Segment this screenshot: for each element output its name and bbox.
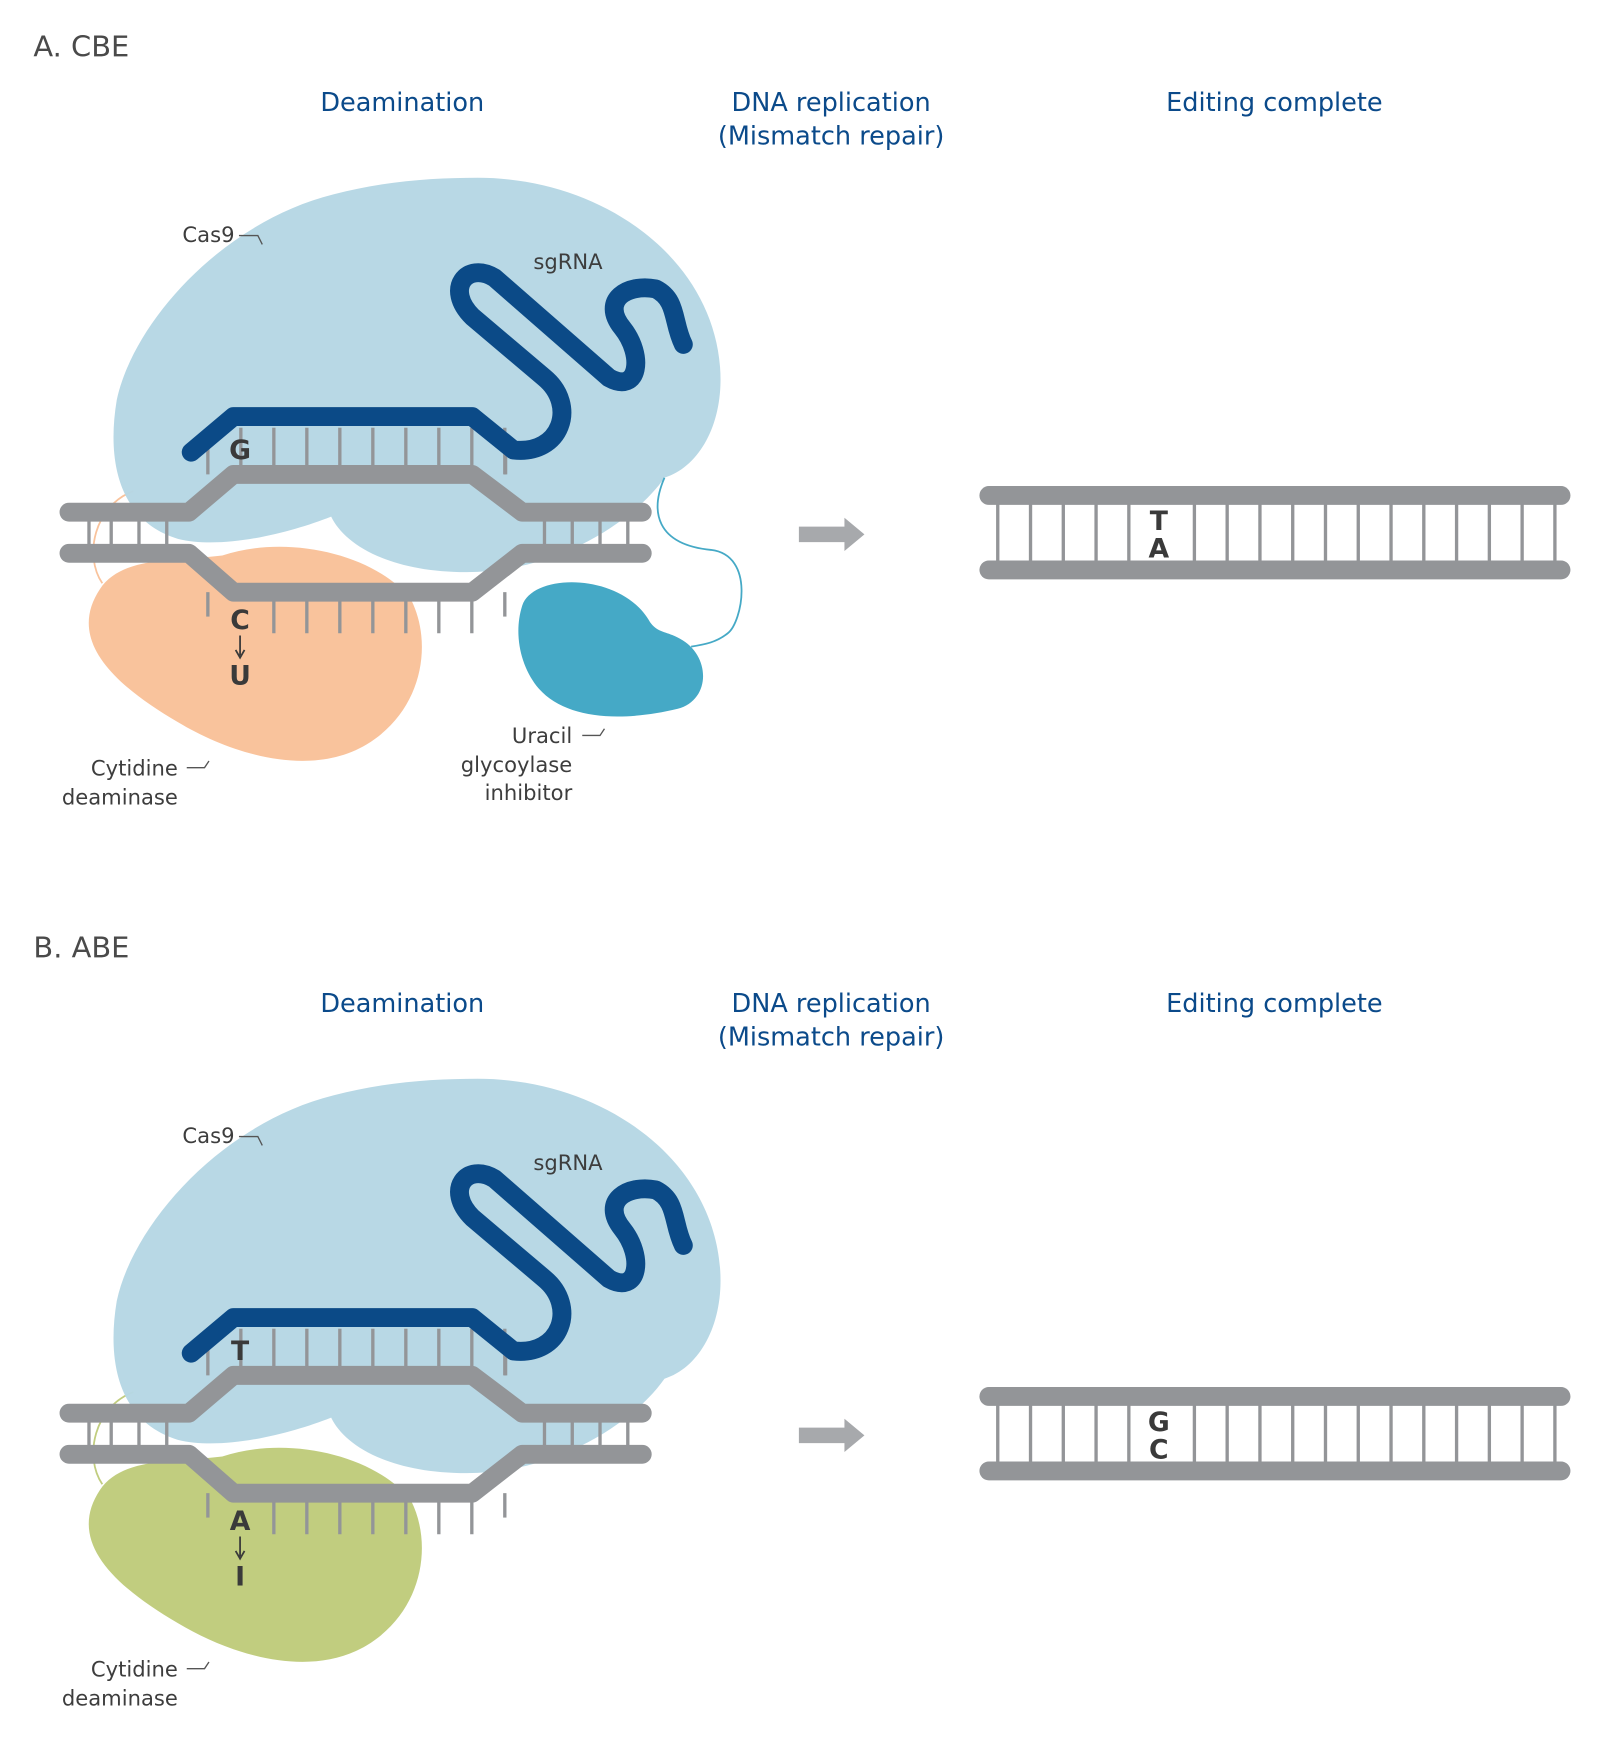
edited-dna: T A xyxy=(979,486,1571,580)
panel-title: A. CBE xyxy=(33,30,129,64)
target-base-after: I xyxy=(235,1561,245,1592)
panel-title: B. ABE xyxy=(33,931,129,965)
edited-base-top: G xyxy=(1148,1407,1170,1438)
deaminase-protein xyxy=(88,546,422,761)
ugi-label-line3: inhibitor xyxy=(485,780,573,805)
sgrna-label: sgRNA xyxy=(533,1150,603,1175)
cas9-label: Cas9 xyxy=(182,222,234,247)
step-replication-line2: (Mismatch repair) xyxy=(718,121,944,151)
deaminase-label-line1: Cytidine xyxy=(91,1656,178,1681)
step-editing-complete: Editing complete xyxy=(1166,88,1382,118)
step-deamination: Deamination xyxy=(320,989,484,1019)
process-arrow-icon xyxy=(798,517,865,552)
ugi-leader-line xyxy=(582,728,606,737)
rna-paired-base: T xyxy=(231,1336,250,1367)
deaminase-label-line2: deaminase xyxy=(62,784,178,809)
dna-top-strand xyxy=(59,1365,652,1423)
target-base-before: A xyxy=(230,1506,251,1537)
step-editing-complete: Editing complete xyxy=(1166,989,1382,1019)
deaminase-linker xyxy=(92,490,134,584)
dna-bottom-strand xyxy=(59,543,652,602)
sgrna-label: sgRNA xyxy=(533,249,603,274)
cas9-leader-line xyxy=(238,234,263,245)
cas9-leader-line xyxy=(238,1135,263,1146)
deaminase-label-line2: deaminase xyxy=(62,1685,178,1710)
dna-unwound xyxy=(59,1328,652,1535)
target-base-before: C xyxy=(230,605,250,636)
step-replication-line1: DNA replication xyxy=(732,989,931,1019)
deaminase-linker xyxy=(92,1391,134,1485)
step-deamination: Deamination xyxy=(320,88,484,118)
deaminase-protein xyxy=(88,1447,422,1662)
deaminase-label-line1: Cytidine xyxy=(91,755,178,780)
panel-abe: B. ABE Deamination DNA replication (Mism… xyxy=(33,931,1571,1710)
dna-top-strand xyxy=(59,464,652,522)
edited-base-top: T xyxy=(1150,506,1169,537)
step-replication-line2: (Mismatch repair) xyxy=(718,1022,944,1052)
sgrna xyxy=(181,263,693,462)
target-base-after: U xyxy=(229,660,251,691)
panel-cbe: A. CBE Deamination DNA replication (Mism… xyxy=(33,30,1571,809)
edited-base-bottom: A xyxy=(1149,534,1170,565)
sgrna xyxy=(181,1164,693,1363)
process-arrow-icon xyxy=(798,1418,865,1453)
step-replication-line1: DNA replication xyxy=(732,88,931,118)
edited-base-bottom: C xyxy=(1149,1435,1169,1466)
cas9-label: Cas9 xyxy=(182,1123,234,1148)
edited-dna: G C xyxy=(979,1387,1571,1481)
conversion-arrow-icon xyxy=(234,1536,246,1561)
rna-paired-base: G xyxy=(229,435,251,466)
conversion-arrow-icon xyxy=(234,635,246,660)
deaminase-leader-line xyxy=(186,1661,210,1670)
ugi-label-line1: Uracil xyxy=(512,723,572,748)
dna-bottom-strand xyxy=(59,1444,652,1503)
ugi-linker xyxy=(656,477,743,648)
uracil-glycosylase-inhibitor-protein xyxy=(518,582,704,717)
deaminase-leader-line xyxy=(186,760,210,769)
ugi-label-line2: glycoylase xyxy=(461,752,572,777)
